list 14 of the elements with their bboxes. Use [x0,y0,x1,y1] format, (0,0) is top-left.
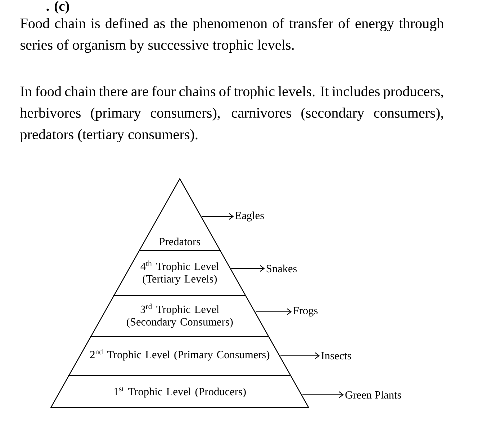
organism-label: Eagles [236,212,264,222]
arrow [256,308,292,316]
organism-label: Snakes [266,264,297,273]
organism-label: Green Plants [346,391,402,399]
paragraph: In food chain there are four chains of trophic levels. It includes producers, herbivores (primary consumers), carnivores (secondary consumers), predators (tertiary consumers). [20,86,444,143]
heading: . (c) [46,1,70,14]
arrow [280,352,320,360]
organism-label: Frogs [294,307,318,317]
arrow [202,213,234,220]
arrow [302,392,344,398]
pyramid-level: 4$^{th}$ Trophic Level (Tertiary Levels) [114,250,246,296]
organism-label: Insects [322,352,352,360]
arrow [231,265,265,272]
paragraph: Food chain is defined as the phenomenon of transfer of energy through series of organism by successive trophic levels. [20,18,444,54]
